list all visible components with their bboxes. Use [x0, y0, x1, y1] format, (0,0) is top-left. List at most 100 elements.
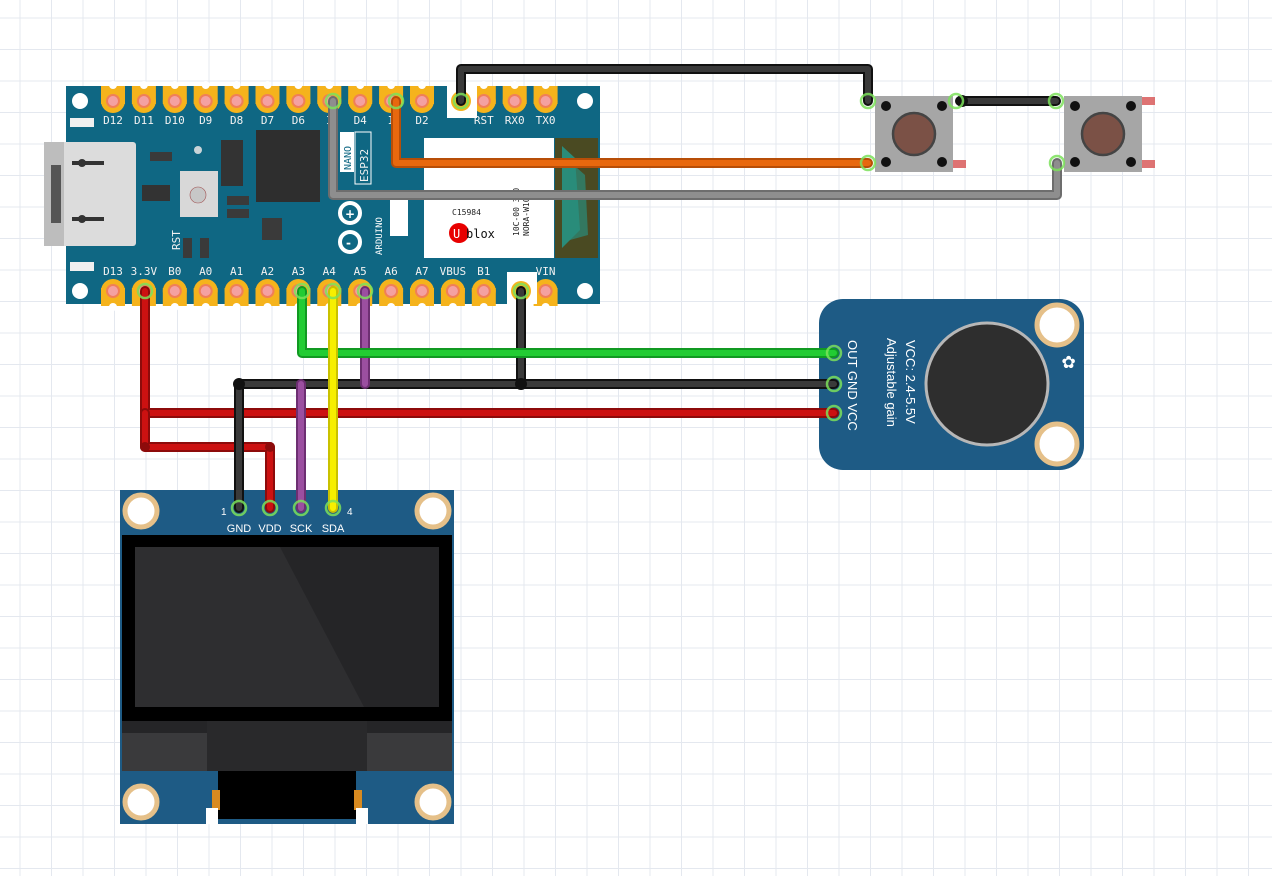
connector-endpoint[interactable]	[947, 92, 965, 110]
smd-part	[183, 238, 192, 258]
connector-endpoint[interactable]	[230, 499, 248, 517]
smd-part	[227, 209, 249, 218]
module-text-1: 10C-00 3/0	[512, 188, 521, 236]
smd-part	[200, 238, 209, 258]
pin-label: RST	[474, 114, 494, 127]
smd-part	[227, 196, 249, 205]
connector-endpoint[interactable]	[136, 282, 154, 300]
pin-d8[interactable]	[224, 81, 249, 113]
pin-d6[interactable]	[286, 81, 311, 113]
pin-vin[interactable]	[533, 279, 558, 311]
wire-d3-button1[interactable]	[391, 96, 873, 168]
connector-endpoint[interactable]	[324, 499, 342, 517]
ublox-brand: blox	[466, 227, 495, 241]
silk-mark	[70, 118, 94, 127]
connector-endpoint[interactable]	[324, 92, 342, 110]
pin-label: D10	[165, 114, 185, 127]
connector-endpoint[interactable]	[356, 282, 374, 300]
pin-label: D7	[261, 114, 274, 127]
connector-endpoint[interactable]	[1047, 92, 1065, 110]
wire-a3-mic-out[interactable]	[297, 286, 839, 358]
pin-a7[interactable]	[410, 279, 434, 311]
mic-spec-voltage: VCC: 2.4-5.5V	[903, 340, 918, 424]
oled-pin-label-vdd: VDD	[258, 523, 281, 535]
connector-endpoint[interactable]	[512, 282, 530, 300]
mic-capsule	[924, 321, 1050, 447]
pin-label: B0	[168, 265, 181, 278]
pin-label: A1	[230, 265, 243, 278]
chip	[256, 130, 320, 202]
pin-d11[interactable]	[131, 81, 156, 113]
pin-label: D6	[292, 114, 305, 127]
pin-d12[interactable]	[101, 81, 125, 113]
pin-label: TX0	[536, 114, 556, 127]
mount-hole	[414, 783, 452, 821]
wire-gnd-mic[interactable]	[516, 286, 839, 389]
svg-text:-: -	[346, 236, 351, 250]
pin-vbus[interactable]	[440, 279, 465, 311]
mount-hole	[72, 283, 88, 299]
wire-a5-oled-sck[interactable]	[296, 286, 370, 513]
pin-b0[interactable]	[162, 279, 187, 311]
mount-hole	[577, 93, 593, 109]
pin-label: A5	[354, 265, 367, 278]
wire-button1-button2[interactable]	[955, 95, 1061, 107]
pin-d13[interactable]	[101, 279, 125, 311]
pin-tx0[interactable]	[533, 81, 558, 113]
wire-gnd-button1[interactable]	[456, 64, 873, 106]
connector-endpoint[interactable]	[292, 499, 310, 517]
wire-gnd-oled[interactable]	[233, 378, 527, 513]
connector-endpoint[interactable]	[1048, 154, 1066, 172]
connector-endpoint[interactable]	[387, 92, 405, 110]
wire-d5-button2[interactable]	[328, 96, 1062, 200]
flex-cable	[218, 771, 356, 819]
pin-a6[interactable]	[379, 279, 404, 311]
connector-endpoint[interactable]	[859, 154, 877, 172]
pin-b1[interactable]	[471, 279, 496, 311]
connector-endpoint[interactable]	[825, 344, 843, 362]
usb-c-connector	[44, 142, 136, 246]
pin-a0[interactable]	[193, 279, 218, 311]
pushbutton-1[interactable]	[875, 96, 966, 172]
mount-hole	[1034, 302, 1080, 348]
pin-label: RX0	[505, 114, 525, 127]
wire-endpoints	[136, 92, 1066, 517]
oled-pin-num-last: 4	[347, 507, 353, 518]
pushbutton-2[interactable]	[1064, 96, 1155, 172]
pin-d7[interactable]	[255, 81, 280, 113]
pin-label: A0	[199, 265, 212, 278]
pin-label: VBUS	[440, 265, 467, 278]
connector-endpoint[interactable]	[324, 282, 342, 300]
pin-a2[interactable]	[255, 279, 280, 311]
pin-d2[interactable]	[410, 81, 434, 113]
microphone-amplifier[interactable]: ✿ OUT GND VCC VCC: 2.4-5.5V Adjustable g…	[819, 299, 1084, 470]
connector-endpoint[interactable]	[261, 499, 279, 517]
regulator	[142, 185, 170, 201]
pin-d10[interactable]	[162, 81, 187, 113]
connector-endpoint[interactable]	[452, 92, 470, 110]
pin-label: VIN	[536, 265, 556, 278]
smd-part	[262, 218, 282, 240]
ublox-logo-dot	[449, 223, 469, 243]
pin-rx0[interactable]	[502, 81, 527, 113]
pin-rst[interactable]	[471, 81, 496, 113]
connector-endpoint[interactable]	[825, 404, 843, 422]
connector-endpoint[interactable]	[825, 375, 843, 393]
reset-button[interactable]	[180, 171, 218, 217]
oled-pin-label-gnd: GND	[227, 523, 252, 535]
pin-a1[interactable]	[224, 279, 249, 311]
wire-3v3-oled-vdd[interactable]	[140, 408, 275, 513]
mic-pin-labels: OUT GND VCC	[845, 340, 860, 431]
unconnected-leg	[1142, 97, 1155, 105]
module-text-2: NORA-W106	[522, 192, 531, 236]
pin-d9[interactable]	[193, 81, 218, 113]
pin-d4[interactable]	[348, 81, 373, 113]
connector-endpoint[interactable]	[293, 282, 311, 300]
connector-endpoint[interactable]	[859, 92, 877, 110]
screen-glare	[280, 547, 439, 707]
unconnected-leg	[953, 160, 966, 168]
mount-hole	[122, 492, 160, 530]
